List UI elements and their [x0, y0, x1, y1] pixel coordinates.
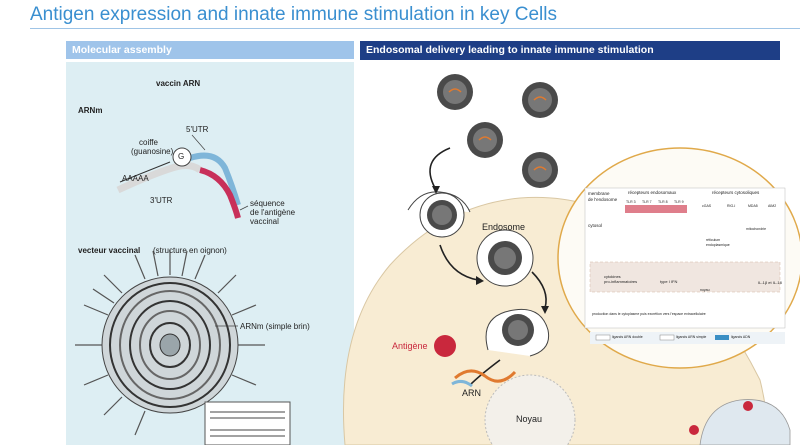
- page-title: Antigen expression and innate immune sti…: [30, 4, 557, 25]
- mrna-antigen-sequence: [199, 167, 241, 219]
- rna-strand: [454, 369, 517, 383]
- label-g: G: [178, 152, 185, 161]
- pointer-5utr: [191, 134, 206, 151]
- inset-legend-dsrna: ligands ARN double: [612, 335, 643, 339]
- inset-aim2: AIM2: [768, 204, 777, 208]
- endosomal-membrane-band: [625, 205, 687, 213]
- lipid-nanoparticle: [75, 250, 265, 436]
- title-divider: [30, 28, 800, 29]
- membrane-detail-box: [204, 401, 291, 445]
- inset-mitochondria: mitochondrie: [746, 227, 767, 231]
- legend-swatch-ssrna: [659, 334, 675, 341]
- inset-tlr8: TLR 8: [658, 200, 668, 204]
- inset-production: production dans le cytoplasme puis excré…: [592, 312, 706, 316]
- inset-reticulum-1: réticulum: [706, 238, 721, 242]
- legend-swatch-dsrna: [595, 334, 611, 341]
- inset-legend-ssrna: ligands ARN simple: [676, 335, 707, 339]
- nucleus-band: [589, 261, 781, 293]
- inset-cgas: cGAS: [702, 204, 712, 208]
- inset-type1-ifn: type I IFN: [660, 279, 678, 284]
- mrna-title: ARNm: [78, 106, 103, 115]
- inset-noyau: noyau: [700, 288, 710, 292]
- label-5utr: 5'UTR: [186, 125, 209, 134]
- inset-cytosolic-receptors: récepteurs cytosoliques: [712, 190, 760, 195]
- rna-strand-blue: [451, 379, 473, 388]
- cap-guanosine-circle: [172, 147, 192, 167]
- inset-mda5: MDA5: [748, 204, 758, 208]
- label-sequence-1: séquence: [250, 199, 285, 208]
- membrane-detail-lipids: [210, 411, 285, 437]
- label-nucleus: Noyau: [516, 414, 543, 424]
- inset-endosomal-receptors: récepteurs endosomaux: [628, 190, 677, 195]
- arrow-heads: [432, 186, 549, 314]
- nanoparticle-in-pocket: [427, 200, 457, 230]
- molecular-assembly-header: Molecular assembly: [66, 41, 354, 59]
- label-endosome: Endosome: [482, 222, 526, 232]
- nanoparticle-4: [522, 152, 558, 188]
- mrna-tail-line: [119, 161, 171, 183]
- vector-title: vecteur vaccinal: [78, 246, 141, 255]
- label-guanosine: (guanosine): [131, 147, 174, 156]
- inset-tlr7: TLR 7: [642, 200, 652, 204]
- label-sequence-3: vaccinal: [250, 217, 279, 226]
- legend-swatch-dna: [715, 335, 729, 340]
- legend-band: [590, 332, 785, 344]
- label-rna: ARN: [462, 388, 482, 398]
- inset-reticulum-2: endoplasmique: [706, 243, 730, 247]
- label-coiffe: coiffe: [139, 138, 158, 147]
- inset-cytokines-1: cytokines: [604, 274, 621, 279]
- vaccine-title: vaccin ARN: [156, 79, 201, 88]
- antigen-protein: [434, 335, 456, 357]
- inset-il: IL-1β et IL-18: [758, 280, 782, 285]
- arrow-to-release: [531, 271, 547, 309]
- inset-legend-dna: ligands ADN: [731, 335, 751, 339]
- endosomal-delivery-header: Endosomal delivery leading to innate imm…: [360, 41, 780, 60]
- arrow-uptake: [429, 147, 451, 189]
- nanoparticle-1: [437, 74, 473, 110]
- label-antigen: Antigène: [392, 341, 428, 351]
- vector-subtitle: (structure en oignon): [153, 246, 227, 255]
- neighbor-cell-antigen: [743, 401, 753, 411]
- mrna-5utr-segment: [189, 152, 241, 206]
- nanoparticle-releasing: [502, 314, 534, 346]
- inset-cytosol: cytosol: [588, 223, 603, 228]
- secreted-antigen: [689, 425, 699, 435]
- label-arnm-strand: ARNm (simple brin): [240, 322, 310, 331]
- label-polya-tail: AAAAA: [122, 174, 149, 183]
- cell-nucleus: [484, 374, 576, 445]
- nanoparticle-2: [522, 82, 558, 118]
- arrow-to-endosome: [439, 244, 479, 281]
- inset-rigi: RIG-I: [727, 204, 736, 208]
- nanoparticle-spikes: [75, 250, 265, 436]
- nanoparticle-3: [467, 122, 503, 158]
- inset-tlr9: TLR 9: [674, 200, 684, 204]
- pointer-sequence: [239, 205, 249, 211]
- label-sequence-2: de l'antigène: [250, 208, 296, 217]
- neighbor-cell: [699, 399, 791, 445]
- nanoparticle-in-endosome: [488, 241, 522, 275]
- inset-membrane-2: de l'endosome: [588, 197, 618, 202]
- inset-membrane-1: membrane: [588, 191, 610, 196]
- inset-cytokines-2: pro-inflammatoires: [604, 279, 638, 284]
- label-3utr: 3'UTR: [150, 196, 173, 205]
- mrna-3utr-segment: [116, 161, 203, 194]
- inset-tlr3: TLR 3: [626, 200, 636, 204]
